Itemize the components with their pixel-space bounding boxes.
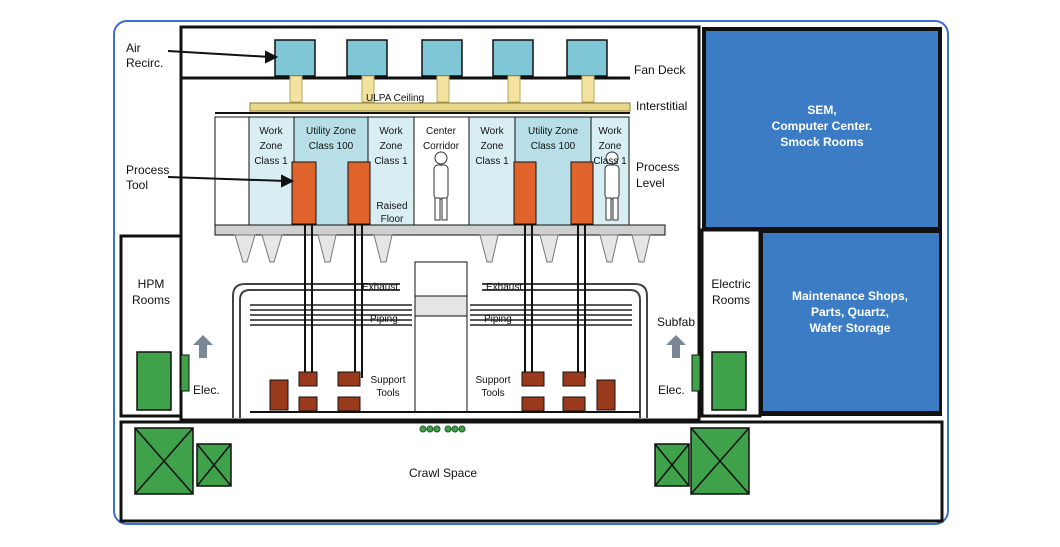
- pointer-arrows: [167, 50, 295, 188]
- crawl-space-equipment: [134, 427, 750, 495]
- center-piping-box: [414, 295, 468, 317]
- interstitial-label: Interstitial: [636, 99, 687, 113]
- exhaust-left-label: Exhaust: [362, 282, 398, 293]
- hpm-green-cabinet: [136, 351, 172, 411]
- raised-floor: [214, 224, 666, 236]
- support-tools-pumps: [269, 371, 616, 412]
- crawl-green-dots: [419, 425, 466, 433]
- process-tools: [291, 161, 594, 225]
- piping-right-label: Piping: [484, 314, 512, 325]
- cleanroom-worker-icons: [433, 151, 620, 221]
- floor-funnels: [234, 234, 651, 263]
- ulpa-ceiling-label: ULPA Ceiling: [366, 93, 424, 104]
- exhaust-right-label: Exhaust: [486, 282, 522, 293]
- elec-left-label: Elec.: [193, 383, 220, 397]
- diagram-frame: [113, 20, 949, 525]
- air-recirc-units: [274, 39, 608, 103]
- elec-left-panel: [180, 354, 190, 392]
- sem-block-label: SEM,Computer Center.Smock Rooms: [772, 103, 873, 149]
- center-subfab-column: [414, 261, 468, 413]
- elec-right-panel: [691, 354, 701, 392]
- crawl-space-label: Crawl Space: [409, 466, 477, 480]
- fan-deck-label: Fan Deck: [634, 63, 686, 77]
- maintenance-block-label: Maintenance Shops,Parts, Quartz,Wafer St…: [792, 289, 908, 335]
- electric-green-cabinet: [711, 351, 747, 411]
- subfab-label: Subfab: [657, 315, 695, 329]
- tool-drop-lines: [304, 224, 586, 378]
- piping-bundles: [250, 304, 632, 326]
- piping-left-label: Piping: [370, 314, 398, 325]
- sem-block: [706, 31, 938, 227]
- crawl-space-block: [119, 420, 944, 523]
- subfab-up-arrows: [193, 335, 686, 358]
- ulpa-ceiling: [249, 102, 631, 112]
- exhaust-ducts: [232, 283, 648, 418]
- elec-right-label: Elec.: [658, 383, 685, 397]
- maintenance-block: [763, 233, 939, 411]
